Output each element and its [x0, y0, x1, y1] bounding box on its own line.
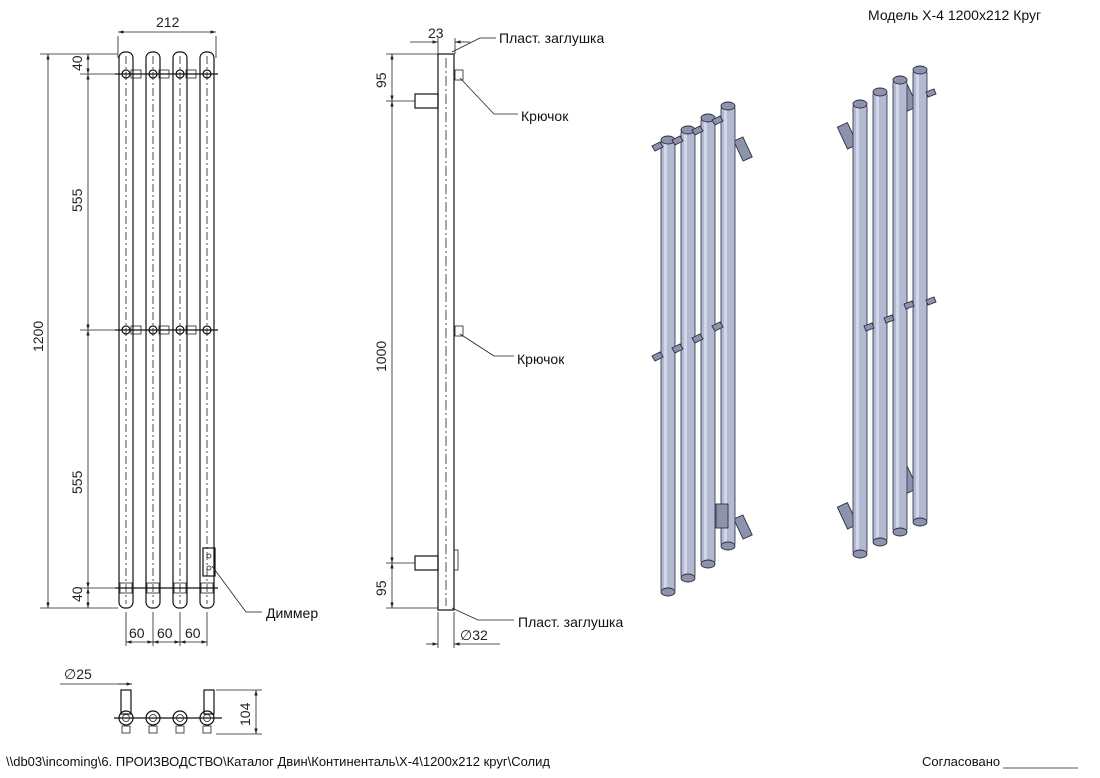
- dim-width: 212: [156, 14, 180, 30]
- top-view: ∅25 104: [60, 666, 262, 735]
- dim-lower: 555: [69, 470, 85, 494]
- hook-mid-label: Крючок: [517, 351, 565, 367]
- dim-spacing-1: 60: [129, 625, 145, 641]
- dim-spacing-3: 60: [185, 625, 201, 641]
- dim-side-diameter: ∅32: [460, 627, 488, 643]
- dim-spacing-2: 60: [157, 625, 173, 641]
- dimmer-box: [202, 547, 262, 613]
- model-title: Модель X-4 1200х212 Круг: [868, 7, 1041, 23]
- iso-view-front: [651, 101, 753, 597]
- dim-top-height: 104: [237, 702, 253, 726]
- dim-bottom-offset: 95: [373, 580, 389, 596]
- file-path: \\db03\incoming\6. ПРОИЗВОДСТВО\Каталог …: [6, 754, 550, 769]
- approved-label: Согласовано: [922, 754, 1000, 769]
- dim-height: 1200: [30, 321, 46, 352]
- middle-crossbar: [115, 325, 218, 335]
- dim-bottom: 40: [69, 586, 85, 602]
- dim-depth: 23: [428, 25, 444, 41]
- dim-top-diameter: ∅25: [64, 666, 92, 682]
- cap-top-label: Пласт. заглушка: [499, 30, 604, 46]
- dim-upper: 555: [69, 188, 85, 212]
- bottom-crossbar: [115, 582, 218, 594]
- dimmer-label: Диммер: [266, 605, 318, 621]
- front-view: 212: [30, 14, 318, 646]
- side-view: 23 Пласт. заглушка Крючок Крючок Пласт. …: [373, 25, 623, 648]
- dim-top-offset: 95: [373, 72, 389, 88]
- top-crossbar: [115, 69, 218, 79]
- cap-bottom-label: Пласт. заглушка: [518, 614, 623, 630]
- hook-top-label: Крючок: [521, 108, 569, 124]
- dim-top: 40: [69, 55, 85, 71]
- dim-mount: 1000: [373, 341, 389, 372]
- iso-view-back: [836, 65, 937, 559]
